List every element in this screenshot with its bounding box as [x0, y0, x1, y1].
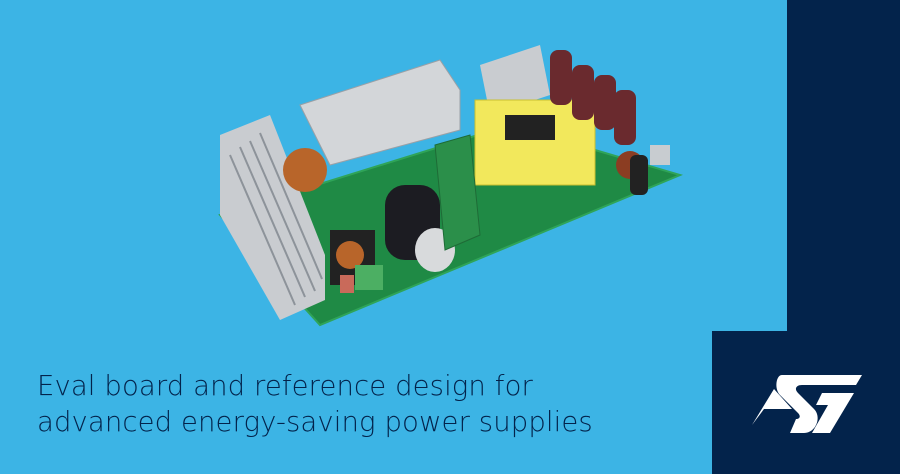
st-logo [752, 375, 862, 433]
eval-board-photo [218, 45, 683, 327]
headline-line-1: Eval board and reference design for [37, 370, 533, 402]
heatsink-left [220, 115, 325, 320]
headline: Eval board and reference design for adva… [37, 368, 593, 440]
headline-line-2: advanced energy-saving power supplies [37, 406, 593, 438]
